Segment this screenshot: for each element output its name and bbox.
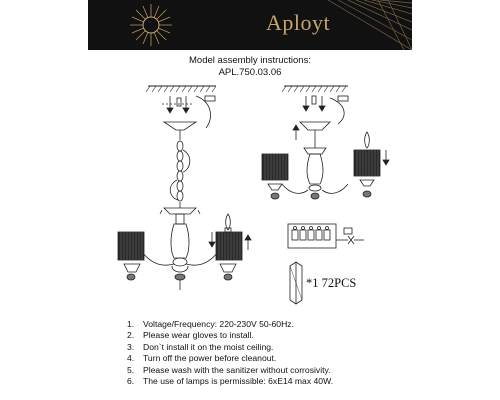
brand-name: Aployt (266, 10, 331, 35)
instruction-item: 5.Please wash with the sanitizer without… (127, 364, 331, 375)
instruction-item: 2.Please wear gloves to install. (127, 330, 254, 341)
instructions-title: Model assembly instructions: (189, 55, 311, 66)
terminal-block-icon (287, 223, 364, 249)
brand-banner: Aployt (88, 0, 412, 50)
instruction-item: 6.The use of lamps is permissible: 6xE14… (127, 376, 334, 387)
instruction-item: 3.Don`t install it on the moist ceiling. (127, 341, 274, 352)
instruction-item: 4.Turn off the power before cleanout. (127, 353, 277, 364)
chandelier-mounted-illustration (261, 85, 390, 200)
chandelier-illustration (117, 85, 252, 290)
crystal-prism-icon (289, 261, 303, 305)
model-number: APL.750.03.06 (218, 67, 282, 78)
instruction-item: 1.Voltage/Frequency: 220-230V 50-60Hz. (127, 319, 294, 329)
sunburst-logo-icon (130, 0, 412, 50)
instructions-list: 1.Voltage/Frequency: 220-230V 50-60Hz. 2… (127, 319, 333, 387)
crystal-quantity-label: *1 72PCS (306, 276, 357, 290)
